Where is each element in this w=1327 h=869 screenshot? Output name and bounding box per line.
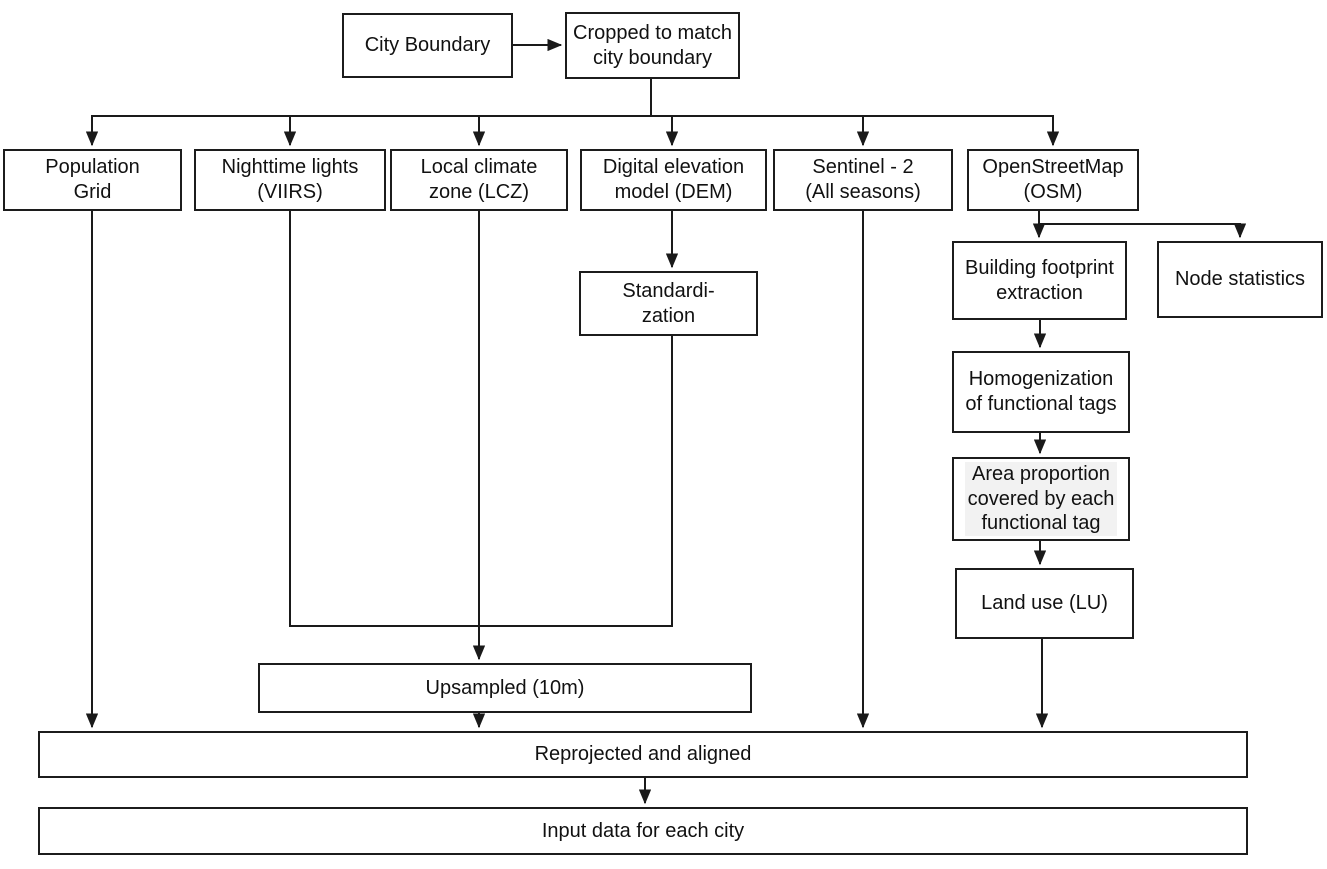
node-area-proportion-label: Area proportion covered by each function… — [964, 461, 1118, 537]
node-reprojected-label: Reprojected and aligned — [534, 743, 752, 766]
node-reprojected-and-aligned: Reprojected and aligned — [38, 731, 1248, 778]
node-land-use: Land use (LU) — [955, 568, 1134, 639]
node-input-data-label: Input data for each city — [541, 819, 745, 842]
node-building-footprint-extraction: Building footprint extraction — [952, 241, 1127, 320]
node-standardization: Standardi- zation — [579, 271, 758, 336]
node-openstreetmap: OpenStreetMap (OSM) — [967, 149, 1139, 211]
node-input-data-for-each-city: Input data for each city — [38, 807, 1248, 855]
node-population-grid-label: Population Grid — [45, 156, 140, 203]
node-standardization-label: Standardi- zation — [622, 279, 715, 327]
node-city-boundary-label: City Boundary — [364, 34, 491, 57]
node-local-climate-zone: Local climate zone (LCZ) — [390, 149, 568, 211]
node-node-statistics: Node statistics — [1157, 241, 1323, 318]
node-cropped-to-match-city-boundary: Cropped to match city boundary — [565, 12, 740, 79]
node-digital-elevation-model-label: Digital elevation model (DEM) — [602, 156, 745, 203]
node-land-use-label: Land use (LU) — [981, 592, 1108, 615]
node-nighttime-lights: Nighttime lights (VIIRS) — [194, 149, 386, 211]
node-cropped-label: Cropped to match city boundary — [573, 21, 732, 69]
node-area-proportion: Area proportion covered by each function… — [952, 457, 1130, 541]
node-nighttime-lights-label: Nighttime lights (VIIRS) — [221, 156, 359, 203]
node-digital-elevation-model: Digital elevation model (DEM) — [580, 149, 767, 211]
node-upsampled: Upsampled (10m) — [258, 663, 752, 713]
node-sentinel-2: Sentinel - 2 (All seasons) — [773, 149, 953, 211]
node-building-footprint-label: Building footprint extraction — [965, 256, 1114, 304]
node-node-statistics-label: Node statistics — [1174, 268, 1306, 291]
node-city-boundary: City Boundary — [342, 13, 513, 78]
node-openstreetmap-label: OpenStreetMap (OSM) — [982, 156, 1124, 203]
node-local-climate-zone-label: Local climate zone (LCZ) — [420, 156, 538, 203]
node-sentinel-2-label: Sentinel - 2 (All seasons) — [805, 156, 921, 203]
node-homogenization-label: Homogenization of functional tags — [965, 368, 1117, 415]
node-upsampled-label: Upsampled (10m) — [425, 676, 585, 699]
node-homogenization: Homogenization of functional tags — [952, 351, 1130, 433]
node-population-grid: Population Grid — [3, 149, 182, 211]
